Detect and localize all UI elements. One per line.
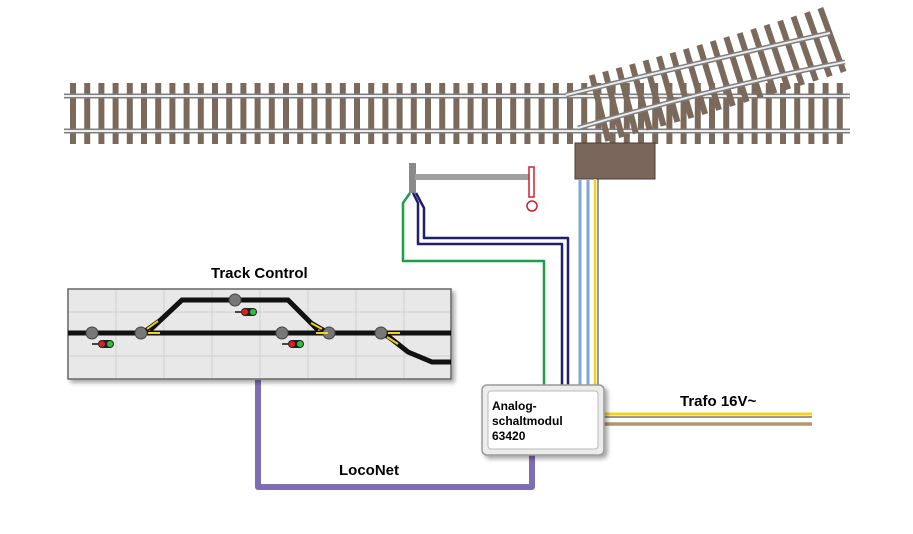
- sleeper: [354, 83, 360, 144]
- sleeper: [567, 83, 573, 144]
- sleeper: [496, 83, 502, 144]
- sleeper: [609, 83, 616, 144]
- sleeper: [652, 83, 659, 144]
- panel-turnout-marker[interactable]: [144, 318, 162, 334]
- sleeper: [268, 83, 275, 144]
- sleeper: [804, 11, 833, 78]
- sleeper: [723, 83, 730, 144]
- sleeper: [368, 83, 375, 144]
- panel-node[interactable]: [374, 326, 388, 340]
- module-label: Analog- schaltmodul 63420: [492, 399, 563, 444]
- sleeper: [183, 83, 190, 144]
- sleeper: [467, 83, 474, 144]
- sleeper: [790, 15, 819, 82]
- sleeper: [510, 83, 517, 144]
- sleeper: [765, 83, 772, 144]
- sleeper: [382, 83, 389, 144]
- track-control-title: Track Control: [211, 265, 308, 282]
- sleeper: [453, 83, 460, 144]
- sleeper: [581, 83, 588, 144]
- sleeper: [212, 83, 218, 144]
- sleeper: [126, 83, 133, 144]
- track-control-panel: [67, 288, 452, 380]
- sleeper: [822, 83, 829, 144]
- loconet-label: LocoNet: [339, 462, 399, 479]
- panel-signal-indicator[interactable]: [235, 308, 257, 316]
- turnout-motor-box: [574, 142, 656, 180]
- sleeper: [410, 83, 417, 144]
- sleeper: [666, 83, 673, 144]
- sleeper: [481, 83, 488, 144]
- signal-lamp: [526, 200, 538, 212]
- panel-turnout-marker[interactable]: [309, 320, 328, 334]
- panel-signal-indicator[interactable]: [282, 340, 304, 348]
- panel-node[interactable]: [85, 326, 99, 340]
- sleeper: [709, 83, 715, 144]
- sleeper: [439, 83, 446, 144]
- panel-signal-indicator[interactable]: [92, 340, 114, 348]
- sleeper: [524, 83, 531, 144]
- sleeper: [155, 83, 162, 144]
- wire-loconet: [255, 380, 535, 490]
- turnout-branch: [565, 7, 847, 142]
- signal-mast: [409, 163, 416, 193]
- module-label-line2: schaltmodul: [492, 414, 563, 428]
- semaphore-signal: [409, 163, 538, 212]
- trafo-label: Trafo 16V~: [680, 393, 757, 410]
- sleeper: [283, 83, 289, 144]
- sleeper: [197, 83, 204, 144]
- panel-turnout-marker[interactable]: [384, 332, 402, 347]
- sleeper: [84, 83, 91, 144]
- sleeper: [169, 83, 176, 144]
- wire-navy-outer: [411, 192, 564, 385]
- sleeper: [311, 83, 318, 144]
- sleeper: [680, 83, 687, 144]
- sleeper: [638, 83, 644, 144]
- wire-green: [401, 192, 546, 385]
- sleeper: [297, 83, 304, 144]
- sleeper: [538, 83, 545, 144]
- wires: [255, 179, 812, 490]
- sleeper: [751, 83, 758, 144]
- sleeper: [737, 83, 744, 144]
- module-label-line1: Analog-: [492, 399, 537, 413]
- sleeper: [339, 83, 346, 144]
- sleeper: [694, 83, 701, 144]
- sleeper: [396, 83, 403, 144]
- sleeper: [808, 83, 815, 144]
- panel-node[interactable]: [134, 326, 148, 340]
- sleeper: [794, 83, 801, 144]
- panel-node[interactable]: [228, 293, 242, 307]
- sleeper: [98, 83, 105, 144]
- sleeper: [226, 83, 233, 144]
- sleeper: [141, 83, 147, 144]
- analog-module: [481, 384, 605, 456]
- wire-navy-inner: [414, 192, 570, 385]
- sleeper: [70, 83, 76, 144]
- module-label-line3: 63420: [492, 429, 526, 443]
- sleeper: [552, 83, 559, 144]
- sleeper: [254, 83, 261, 144]
- sleeper: [588, 74, 612, 142]
- sleeper: [602, 70, 625, 138]
- sleeper: [780, 83, 786, 144]
- sleeper: [112, 83, 119, 144]
- sleeper: [817, 7, 847, 73]
- straight-track: [64, 83, 850, 144]
- panel-node[interactable]: [275, 326, 289, 340]
- sleeper: [425, 83, 431, 144]
- sleeper: [325, 83, 332, 144]
- signal-lamp-bar: [528, 166, 535, 198]
- sleeper: [240, 83, 247, 144]
- sleeper: [836, 83, 843, 144]
